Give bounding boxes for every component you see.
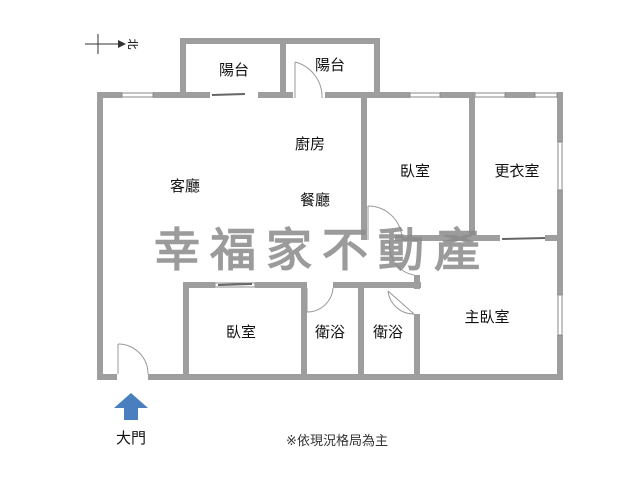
- room-label-walk-in-closet: 更衣室: [494, 162, 539, 180]
- sliding-doors: [211, 93, 546, 286]
- compass-label: 北: [126, 39, 139, 50]
- room-label-living-room: 客廳: [170, 177, 200, 195]
- watermark: 幸福家不動產: [154, 223, 490, 277]
- room-label-balcony-2: 陽台: [315, 56, 345, 74]
- room-label-dining-room: 餐廳: [300, 191, 330, 209]
- north-arrow-icon: [85, 34, 126, 54]
- room-label-bathroom-1: 衛浴: [315, 323, 345, 341]
- interior-walls: [183, 92, 563, 380]
- balcony-walls: [180, 38, 380, 98]
- room-label-bedroom-1: 臥室: [400, 162, 430, 180]
- door-swings: [117, 61, 415, 375]
- room-label-balcony-1: 陽台: [219, 61, 249, 79]
- room-label-bathroom-2: 衛浴: [373, 323, 403, 341]
- room-label-master-bedroom: 主臥室: [464, 308, 509, 326]
- outer-walls: [97, 92, 563, 380]
- room-label-bedroom-2: 臥室: [226, 323, 256, 341]
- entrance-arrow-icon: [114, 393, 148, 420]
- entrance-label: 大門: [116, 429, 146, 447]
- room-label-kitchen: 廚房: [295, 135, 325, 153]
- layout-note: ※依現況格局為主: [286, 433, 388, 449]
